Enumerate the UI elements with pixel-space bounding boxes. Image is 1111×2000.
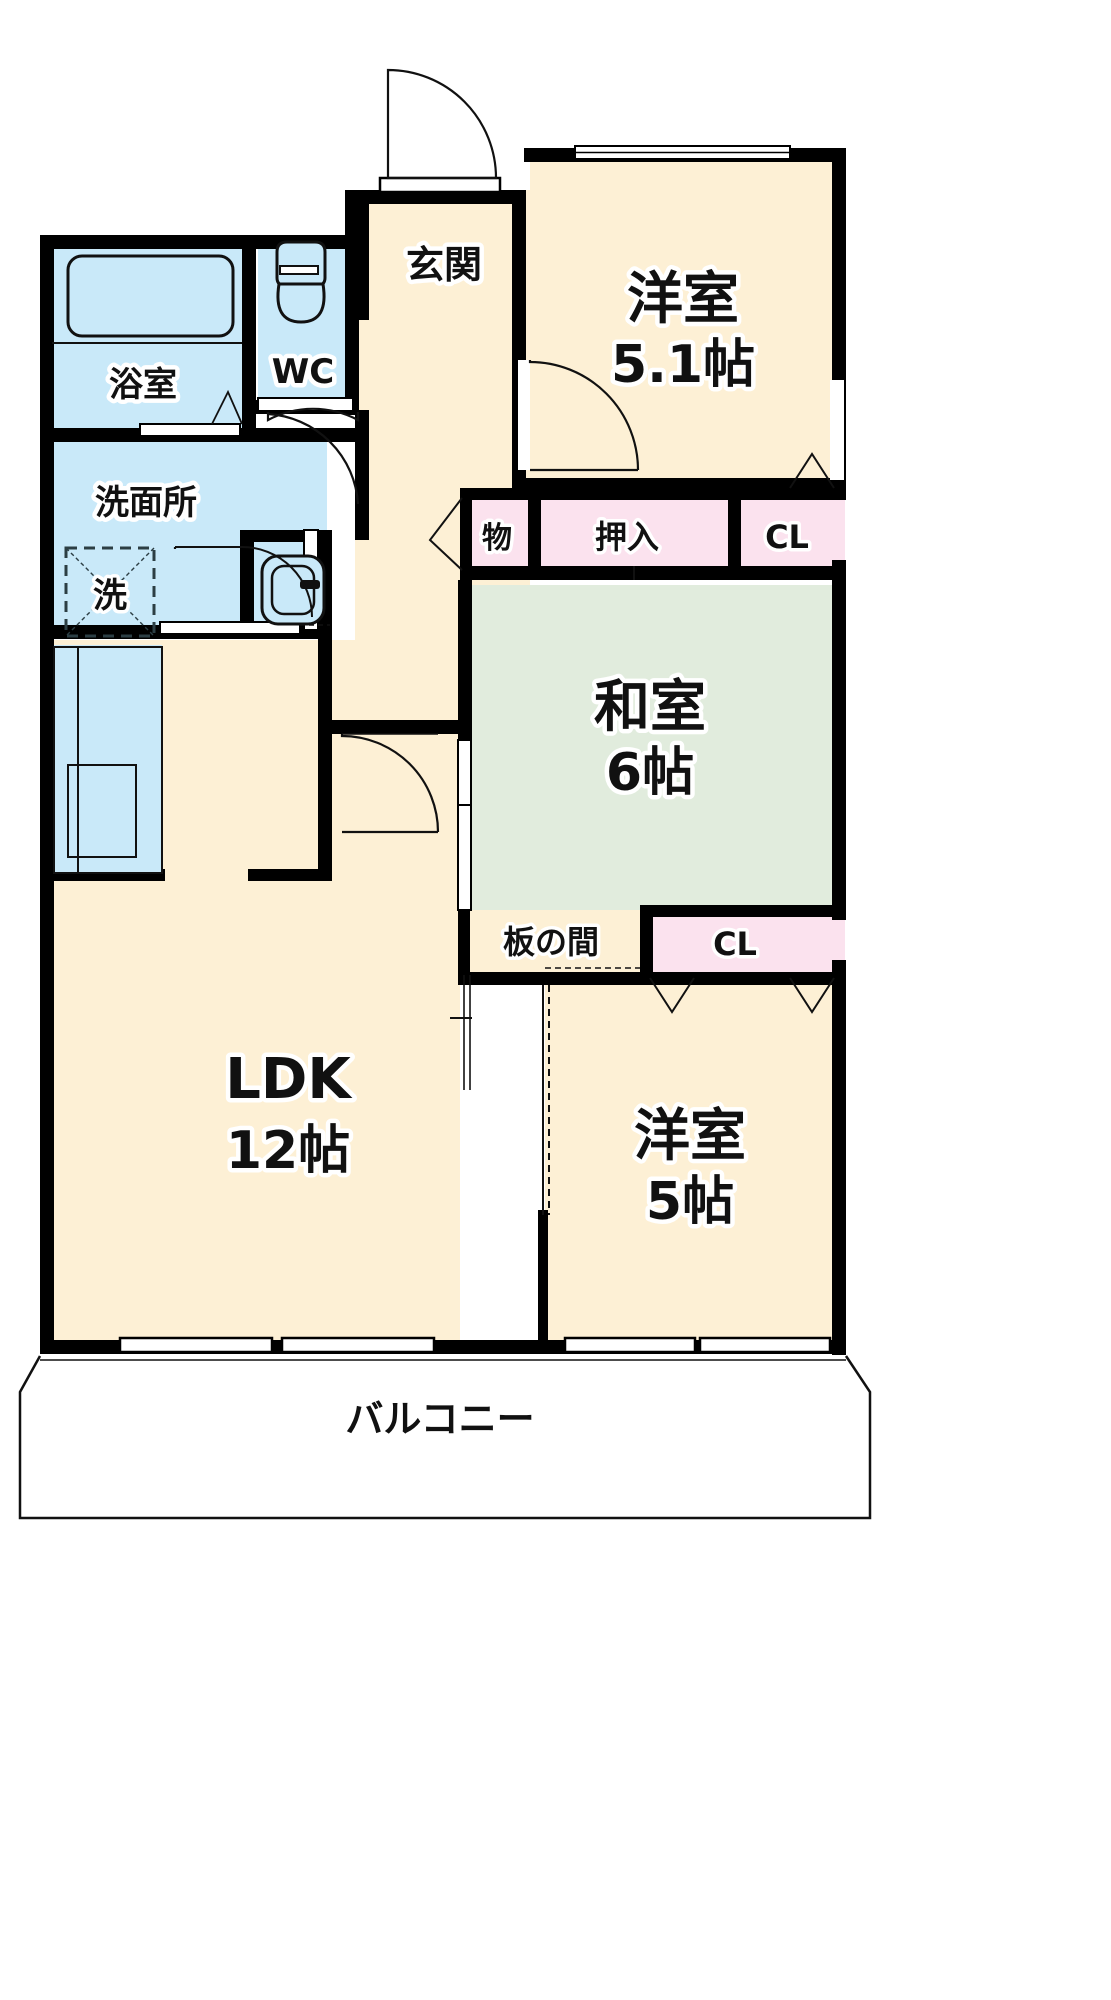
- label-yoshitsu-5-size: 5帖: [646, 1172, 734, 1232]
- label-ldk-size: 12帖: [226, 1121, 350, 1181]
- window-y51-right: [830, 380, 844, 480]
- washer-space-icon: [64, 546, 156, 638]
- wall-closet-top: [460, 488, 846, 500]
- door-swing-wc-line: [267, 412, 360, 505]
- label-washitsu-name: 和室: [594, 675, 706, 740]
- wall-ldk-stub-bottom: [248, 869, 332, 881]
- label-senmenjo: 洗面所: [95, 483, 197, 523]
- wall-genkan-right: [512, 190, 526, 330]
- window-y5-bottom: [563, 1336, 697, 1354]
- washbasin-icon: [260, 554, 326, 626]
- label-cl-bottom: CL: [713, 925, 757, 963]
- label-balcony: バルコニー: [345, 1397, 534, 1441]
- wall-right-outer-2: [832, 560, 846, 920]
- wall-outer-left: [40, 875, 54, 1353]
- door-swing-senmen: [175, 546, 313, 618]
- door-swings: [173, 68, 640, 834]
- wall-cl-bottom-bot: [640, 972, 846, 985]
- wall-closet-div2: [728, 488, 741, 568]
- room-fill-washitsu: [470, 585, 845, 915]
- window-senmen-bottom: [159, 621, 301, 635]
- balcony: [18, 1355, 872, 1520]
- window-washitsu-door: [457, 799, 472, 911]
- label-yoshitsu-51-size: 5.1帖: [611, 335, 755, 395]
- wall-cl-bottom-top: [640, 905, 846, 917]
- closet-open-marks: [428, 452, 835, 1019]
- wall-right-outer-3: [832, 960, 846, 1355]
- label-itanoma: 板の間: [503, 923, 599, 961]
- wall-itanoma-bottom: [458, 972, 648, 985]
- door-swing-hall: [340, 734, 440, 833]
- door-swing-bath: [211, 389, 243, 425]
- room-fill-oshiire: [540, 493, 730, 571]
- wall-ldk-y5-divider-bottom: [538, 1210, 548, 1354]
- wall-hall-ldk-top: [330, 720, 460, 734]
- bathtub-icon: [66, 254, 235, 338]
- window-genkan-door: [378, 176, 502, 194]
- window-bath: [139, 423, 241, 437]
- wall-outer-left-mid: [40, 630, 54, 880]
- window-ldk-bottom-1: [118, 1336, 274, 1354]
- wall-closet-left: [460, 488, 472, 580]
- wall-bath-top: [40, 235, 355, 249]
- room-fill-cl-bottom: [650, 912, 845, 974]
- balcony-outline: [18, 1355, 872, 1520]
- window-hall-door-vert: [457, 739, 472, 806]
- window-wc-door: [257, 397, 354, 412]
- chevron-cl-top: [789, 452, 835, 489]
- window-y51-door: [518, 360, 530, 470]
- label-oshiire: 押入: [595, 518, 659, 556]
- wall-hall-left-upper: [355, 190, 369, 320]
- wall-hall-left-lower: [355, 410, 369, 540]
- window-ldk-bottom-2: [280, 1336, 436, 1354]
- fixtures: [52, 240, 327, 874]
- wall-itanoma-left: [458, 905, 470, 985]
- label-mono: 物: [482, 521, 512, 556]
- wall-hall-ldk-divider: [318, 720, 332, 875]
- chevron-cl-bottom-b: [789, 977, 835, 1014]
- label-washitsu-size: 6帖: [606, 743, 694, 803]
- room-fill-mono: [470, 493, 528, 571]
- label-yoshitsu-5-name: 洋室: [634, 1104, 746, 1169]
- room-fill-cl-top: [740, 493, 845, 571]
- label-yokushitsu: 浴室: [109, 365, 177, 405]
- wall-closet-div1: [528, 488, 541, 568]
- wall-closet-bottom: [460, 566, 846, 580]
- label-cl-top: CL: [765, 518, 809, 556]
- door-swing-y51: [528, 360, 640, 471]
- room-labels: 玄関 WC 浴室 洗面所 洗 洋室 5.1帖 物 押入 CL 和室 6帖 板の間…: [90, 239, 813, 1446]
- wall-genkan-top: [355, 190, 525, 204]
- label-wc: WC: [272, 352, 334, 392]
- window-y5-bottom-2: [698, 1336, 832, 1354]
- room-fill-yoshitsu-51: [530, 150, 845, 490]
- door-swing-wc: [266, 407, 360, 422]
- kitchen-counter-icon: [53, 646, 163, 874]
- sliding-doors: [300, 624, 640, 1215]
- label-yoshitsu-51-name: 洋室: [627, 267, 739, 332]
- chevron-cl-bottom-a: [649, 977, 695, 1014]
- toilet-icon: [275, 240, 327, 324]
- room-fill-yoshitsu-5: [545, 975, 845, 1350]
- wall-senmen-right: [240, 530, 254, 635]
- room-fill-itanoma: [468, 910, 640, 975]
- wall-bath-wc: [242, 235, 256, 435]
- label-sentaku: 洗: [93, 576, 127, 616]
- label-ldk-name: LDK: [225, 1047, 353, 1112]
- label-genkan: 玄関: [406, 243, 482, 287]
- room-fill-hall-lower: [355, 500, 475, 760]
- door-swing-genkan: [386, 68, 498, 180]
- wall-cl-bottom-left: [640, 905, 653, 985]
- chevron-mono: [428, 497, 463, 571]
